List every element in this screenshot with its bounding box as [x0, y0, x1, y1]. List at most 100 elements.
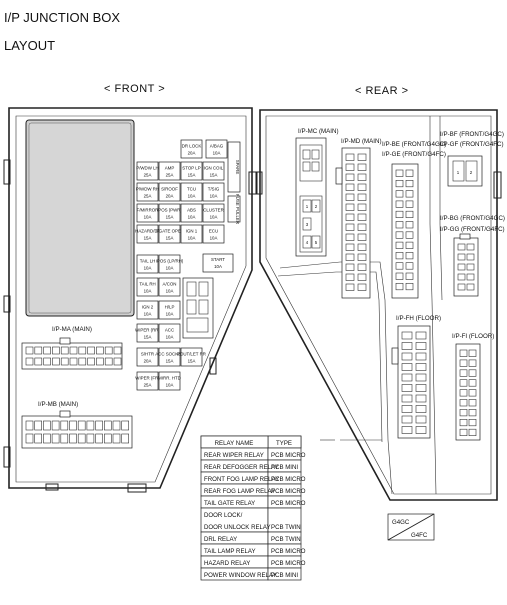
fuse-label: AMP	[165, 166, 175, 171]
connector-pin	[415, 405, 427, 413]
ip-fi-connector[interactable]	[455, 343, 481, 441]
connector-pin	[104, 420, 112, 431]
ip-gg-label: I/P-GG (FRONT/G4FC)	[440, 226, 505, 233]
rear-panel	[255, 109, 502, 501]
connector-pin	[357, 223, 367, 231]
connector-pin	[466, 263, 475, 271]
connector-pin	[415, 363, 427, 371]
fuse-30[interactable]: WIPER (FR)25A	[135, 371, 160, 391]
connector-pin	[395, 210, 404, 218]
connector-pin	[121, 433, 129, 444]
fuse-label: A/BAG	[210, 144, 224, 149]
fuse-rating: 15A	[166, 359, 174, 364]
fuse-12[interactable]: IPOS (PWR)15A	[157, 203, 182, 223]
connector-pin	[395, 180, 404, 188]
connector-pin	[112, 420, 121, 431]
connector-pin	[345, 173, 355, 181]
connector-pin	[43, 433, 51, 444]
fuse-label: POUT/LET RR	[177, 352, 206, 357]
mc-pin	[311, 199, 321, 213]
connector-pin	[401, 415, 413, 424]
front-relay-block	[182, 277, 214, 339]
relay-name: TAIL GATE RELAY	[204, 500, 255, 507]
connector-pin	[401, 363, 413, 371]
spare-fuses: SPARE	[227, 141, 241, 193]
fuse-20[interactable]: IPOS (LP/RH)10A	[156, 254, 184, 274]
connector-pin	[415, 331, 427, 340]
fuse-label: P/WDW LH	[136, 166, 158, 171]
fuse-rating: 10A	[210, 215, 218, 220]
connector-pin	[357, 243, 367, 251]
ip-bf-connector[interactable]: 1 2	[447, 155, 483, 187]
connector-pin	[113, 346, 122, 355]
connector-pin	[468, 428, 477, 437]
connector-pin	[52, 357, 60, 366]
connector-pin	[415, 426, 427, 434]
fuse-start[interactable]: START 10A	[202, 253, 234, 273]
connector-pin	[401, 352, 413, 361]
connector-pin	[25, 433, 34, 444]
connector-pin	[401, 331, 413, 340]
connector-pin	[60, 420, 69, 431]
connector-pin	[415, 415, 427, 424]
relay-name: FRONT FOG LAMP RELAY	[204, 476, 279, 483]
fuse-start-rating: 10A	[214, 264, 222, 269]
ip-mb-connector[interactable]	[21, 410, 133, 449]
connector-pin	[405, 210, 414, 218]
connector-pin	[401, 342, 413, 350]
connector-pin	[60, 346, 69, 355]
ip-bg-connector[interactable]	[453, 233, 479, 297]
connector-pin	[457, 283, 466, 291]
connector-pin	[415, 394, 427, 403]
ip-ma-connector[interactable]	[21, 337, 123, 370]
connector-pin	[468, 418, 477, 427]
relay-name: DOOR LOCK/DOOR UNLOCK RELAY	[204, 512, 271, 531]
connector-pin	[395, 282, 404, 291]
connector-pin	[415, 342, 427, 350]
fuse-rating: 10A	[144, 312, 152, 317]
ip-fh-connector[interactable]	[391, 325, 431, 439]
fuse-label: TAIL RH	[139, 282, 155, 287]
fuse-label: ACC	[165, 328, 174, 333]
relay-name: REAR FOG LAMP RELAY	[204, 488, 275, 495]
ip-be-connector[interactable]	[391, 163, 419, 299]
rear-section-label: < REAR >	[355, 85, 409, 97]
fuse-label: IGN COIL	[204, 166, 224, 171]
connector-pin	[25, 420, 34, 431]
legend-g4gc: G4GC	[392, 519, 410, 526]
ip-md-connector[interactable]	[335, 147, 371, 299]
relay-table-header-type: TYPE	[276, 440, 292, 447]
fuse-25[interactable]: WIPER (RR)15A	[135, 323, 160, 343]
fuse-label: TAIL LH	[140, 259, 156, 264]
